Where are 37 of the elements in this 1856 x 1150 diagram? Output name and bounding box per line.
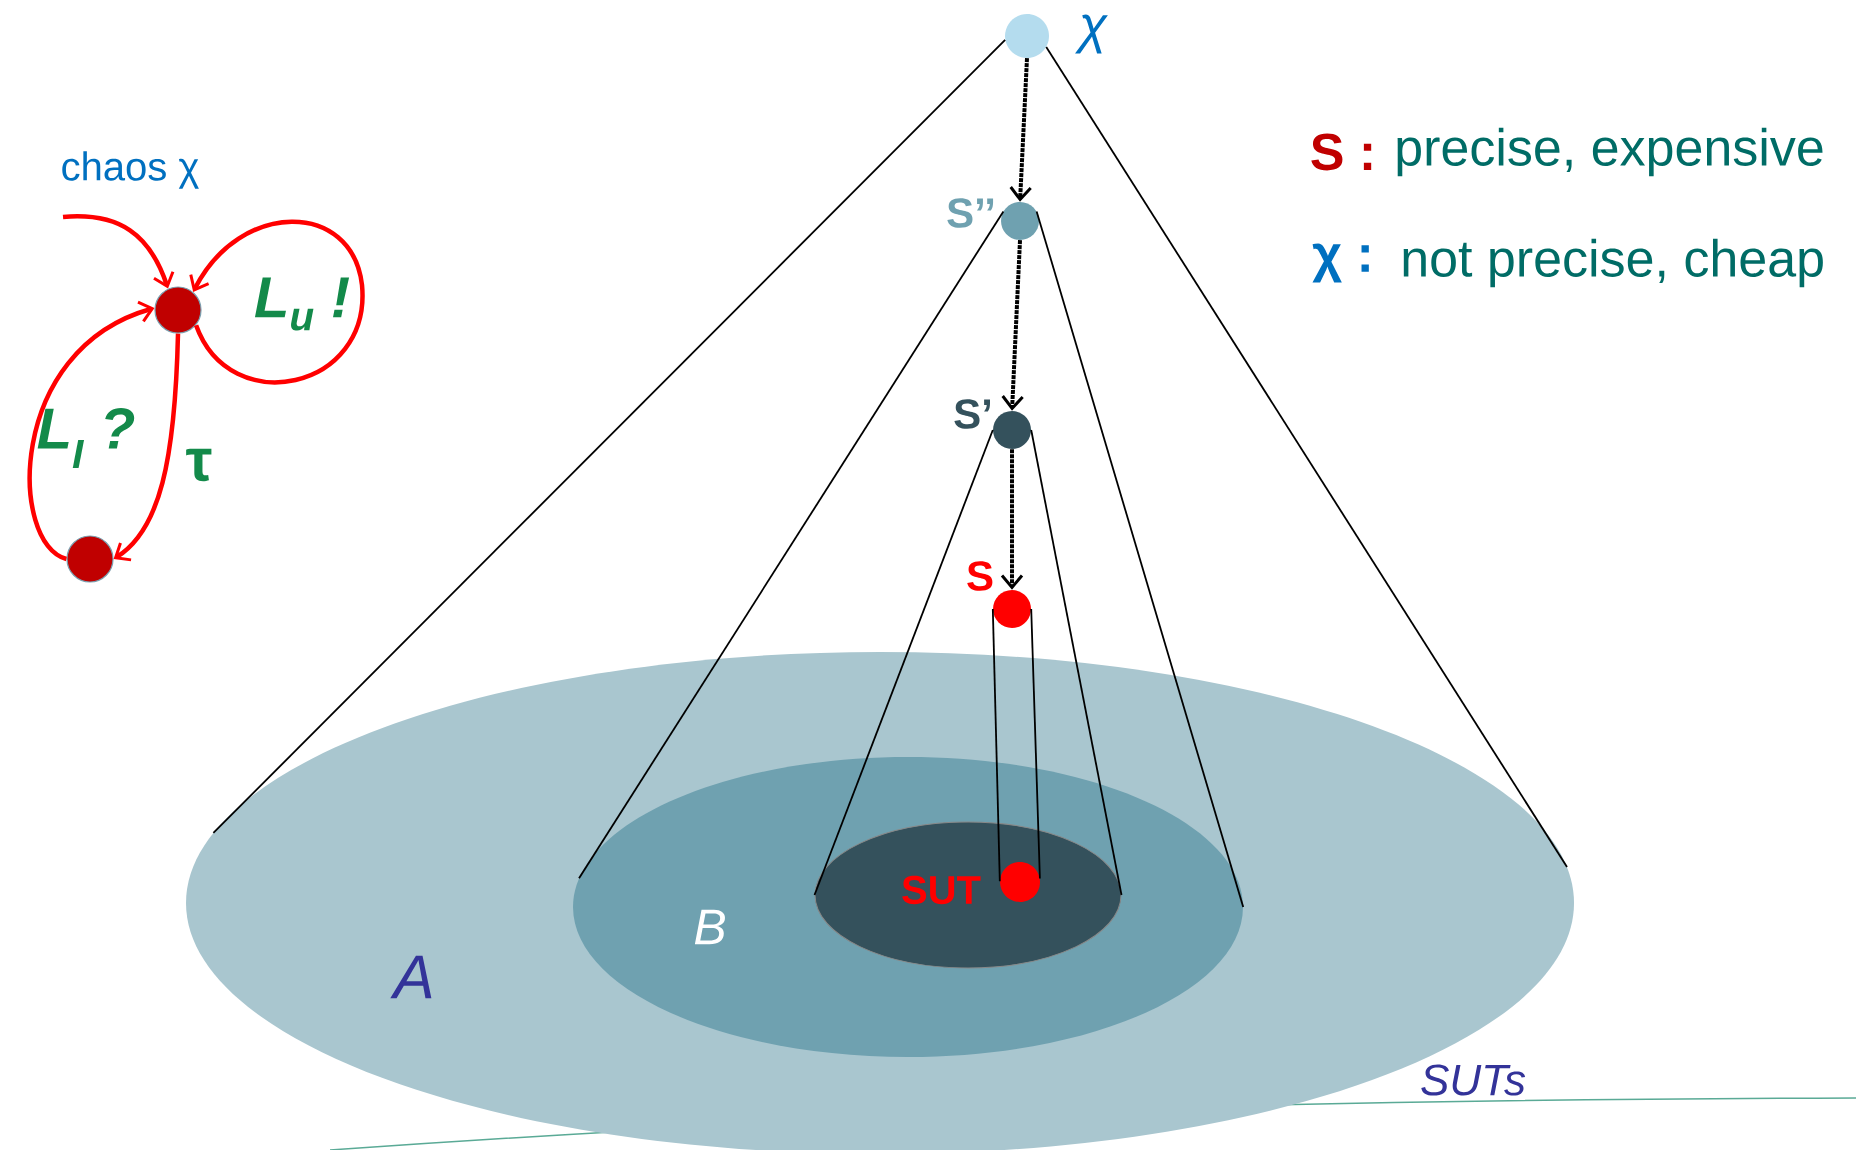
arrow	[189, 219, 365, 385]
legend-key: χ :	[1312, 243, 1369, 283]
arrow	[27, 300, 155, 561]
arrow	[62, 214, 175, 289]
arrow	[1000, 449, 1024, 590]
point-circle	[1001, 202, 1039, 240]
cone-line	[578, 210, 1005, 880]
arrow	[1009, 58, 1032, 202]
axis-label: SUTs	[1421, 1064, 1526, 1096]
cone-line	[1035, 210, 1245, 908]
edge-label: L$_{I}$ ?	[37, 408, 135, 468]
legend-text: precise, expensive	[1397, 127, 1823, 177]
point-circle	[993, 411, 1031, 449]
state-circle	[154, 286, 202, 334]
point-label: SUT	[902, 875, 981, 905]
cone-line	[813, 429, 994, 896]
point-circle	[993, 590, 1031, 628]
cone-line	[212, 38, 1007, 834]
point-circle	[1005, 14, 1049, 58]
arrow	[1001, 240, 1024, 411]
cone-line	[1030, 608, 1041, 880]
edge-label: τ	[186, 448, 212, 482]
edge-label: chaos χ	[62, 151, 199, 189]
cone-line	[991, 608, 1001, 883]
arrow	[113, 333, 181, 562]
state-circle	[66, 535, 114, 583]
point-circle	[1000, 862, 1040, 902]
legend-key: S :	[1311, 133, 1372, 171]
edge-label: L$_{u}$ !	[254, 277, 350, 331]
legend-text: not precise, cheap	[1403, 238, 1823, 288]
point-label: χ	[1075, 14, 1108, 54]
point-label: S	[967, 561, 993, 591]
point-label: S’’	[947, 198, 994, 228]
ellipse-region	[814, 821, 1122, 969]
point-label: S’	[954, 399, 990, 429]
cone-line	[1045, 46, 1568, 868]
cone-line	[1030, 429, 1123, 896]
